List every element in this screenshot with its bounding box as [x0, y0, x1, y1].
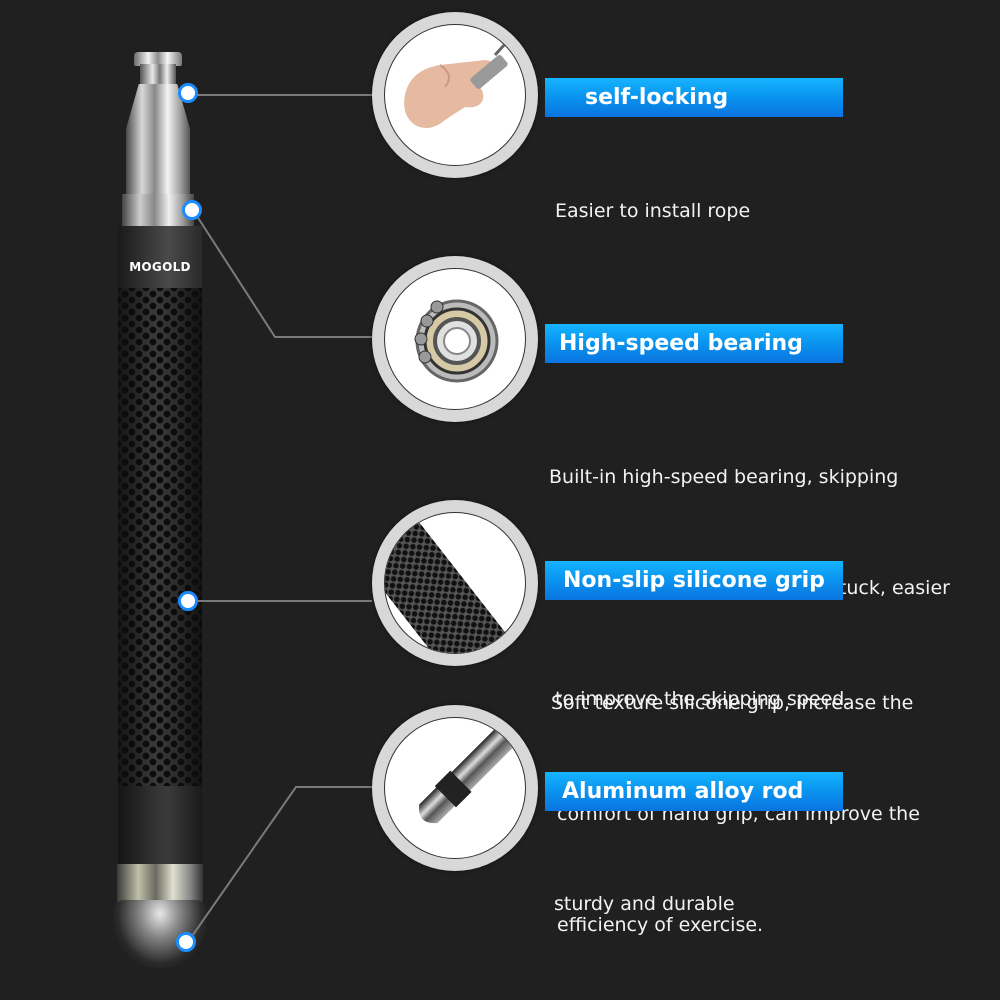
handle-upper-body: [118, 226, 202, 288]
desc-line: Built-in high-speed bearing, skipping: [549, 466, 899, 488]
callout-dot-rod: [176, 932, 196, 952]
handle-silicone-grip: [118, 288, 202, 786]
handle-swivel-cone: [126, 84, 190, 196]
connector-rod: [187, 786, 376, 943]
handle-tip-cap: [134, 52, 182, 66]
brand-logo: MOGOLD: [129, 260, 191, 274]
handle-tip-neck: [140, 64, 176, 86]
callout-dot-self-locking: [178, 83, 198, 103]
connector-bearing: [192, 209, 372, 338]
desc-line: sturdy and durable: [554, 893, 735, 915]
feature-image-self-locking: [372, 12, 538, 178]
ball-bearing-icon: [384, 268, 526, 410]
feature-desc-self-locking: Easier to install rope: [555, 119, 750, 267]
feature-desc-rod: sturdy and durable: [554, 812, 735, 960]
desc-line: to improve the skipping speed.: [549, 688, 851, 710]
feature-title-self-locking: self-locking: [545, 78, 843, 117]
desc-line: Soft texture silicone grip, increase the: [551, 692, 914, 714]
aluminum-rod-end-icon: [384, 717, 526, 859]
perforated-grip-texture-icon: [384, 512, 526, 654]
hand-holding-handle-tip-icon: [384, 24, 526, 166]
callout-dot-bearing: [182, 200, 202, 220]
handle-lower-body: [118, 786, 202, 866]
feature-title-grip: Non-slip silicone grip: [545, 561, 843, 600]
desc-line: Easier to install rope: [555, 200, 751, 222]
feature-image-grip: [372, 500, 538, 666]
desc-line: efficiency of exercise.: [551, 914, 764, 936]
feature-image-bearing: [372, 256, 538, 422]
callout-dot-grip: [178, 591, 198, 611]
feature-title-bearing: High-speed bearing: [545, 324, 843, 363]
feature-title-rod: Aluminum alloy rod: [545, 772, 843, 811]
feature-image-rod: [372, 705, 538, 871]
